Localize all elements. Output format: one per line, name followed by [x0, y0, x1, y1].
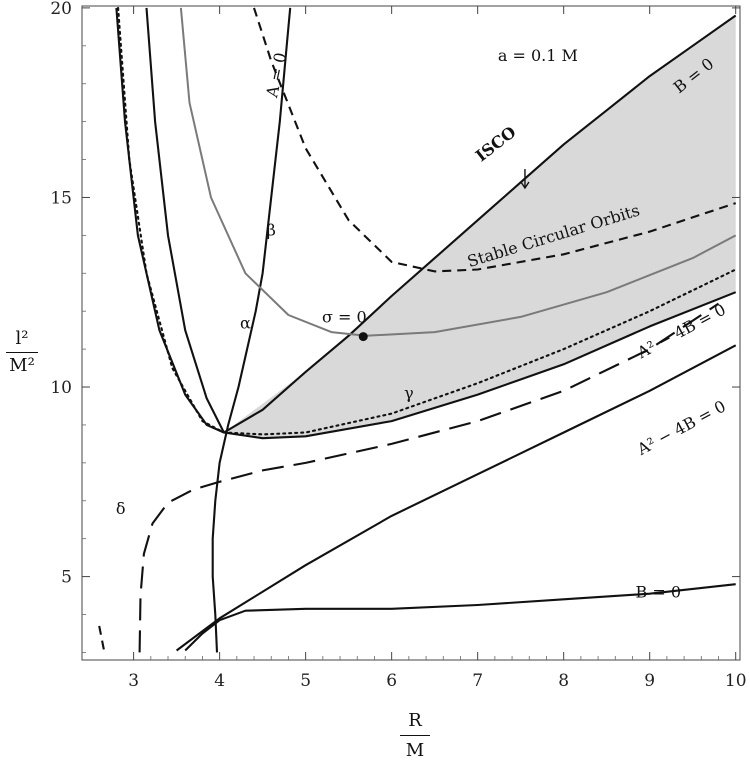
y-axis-label-numerator: l² — [15, 328, 29, 349]
series-layer — [98, 6, 737, 653]
x-axis-label-denominator: M — [405, 740, 425, 761]
y-tick-label: 5 — [61, 568, 72, 588]
x-axis-label-numerator: R — [408, 710, 422, 731]
isco-point — [358, 332, 368, 342]
annotation-label-2: ISCO — [472, 122, 520, 165]
y-axis-label-denominator: M² — [9, 355, 35, 376]
annotation-label-10: σ = 0 — [322, 308, 367, 327]
x-tick-label: 4 — [214, 671, 225, 691]
series-line-2 — [211, 7, 292, 653]
annotation-label-7: A = 0 — [262, 51, 290, 100]
x-tick-label: 8 — [558, 671, 569, 691]
series-line-8 — [253, 7, 737, 273]
x-tick-label: 3 — [128, 671, 139, 691]
plot-border — [81, 5, 741, 661]
series-line-5 — [115, 7, 225, 434]
series-line-6 — [145, 7, 225, 433]
annotation-label-12: δ — [116, 499, 126, 518]
series-line-3 — [223, 291, 737, 440]
y-axis-label-fraction-bar — [6, 352, 38, 354]
y-tick-label: 10 — [50, 378, 72, 398]
x-axis-label-fraction-bar — [400, 735, 430, 737]
annotation-label-0: a = 0.1 M — [498, 46, 578, 65]
series-line-0 — [223, 14, 737, 434]
x-tick-label: 7 — [472, 671, 483, 691]
annotation-label-5: A² − 4B = 0 — [633, 396, 729, 459]
x-tick-label: 10 — [725, 671, 747, 691]
stable-region-fill — [223, 15, 736, 439]
series-line-1 — [184, 583, 736, 652]
annotation-label-11: γ — [404, 383, 414, 402]
series-line-10 — [138, 302, 720, 653]
axis-ticks: 3 4 5 6 7 8 9 10 5 10 15 20 — [50, 0, 746, 691]
x-tick-label: 9 — [644, 671, 655, 691]
x-tick-label: 5 — [300, 671, 311, 691]
series-line-4 — [175, 344, 737, 652]
series-line-11 — [98, 625, 106, 653]
annotation-label-9: α — [240, 313, 251, 332]
annotation-label-8: β — [267, 220, 276, 239]
isco-arrow-head — [520, 181, 530, 190]
stable-region-layer — [223, 15, 736, 439]
series-line-9 — [117, 6, 737, 436]
x-tick-label: 6 — [386, 671, 397, 691]
y-tick-label: 20 — [50, 0, 72, 19]
series-line-7 — [179, 7, 737, 337]
annotation-label-6: B = 0 — [636, 582, 682, 601]
y-tick-label: 15 — [50, 188, 72, 208]
plot-frame — [81, 5, 741, 661]
